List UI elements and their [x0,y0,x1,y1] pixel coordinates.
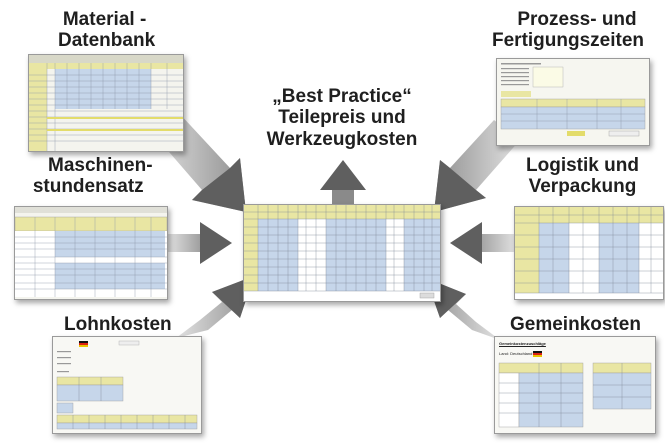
sheet-prozess-grid [497,59,649,145]
label-best-practice: „Best Practice“ Teilepreis und Werkzeugk… [254,86,430,150]
label-prozess-line2: Fertigungszeiten [492,30,645,52]
label-gemeinkosten: Gemeinkosten [510,314,641,335]
sheet-gemeinkosten: Gemeinkostenzuschläge Land: Deutschland [494,336,656,434]
label-best-practice-line3: Werkzeugkosten [266,128,418,150]
label-material-datenbank: Material - Datenbank [54,9,155,52]
sheet-gemein-subtitle: Land: Deutschland [499,351,533,356]
label-logistik-verpackung: Logistik und Verpackung [526,155,639,198]
sheet-maschinen-grid [15,207,167,297]
sheet-logistik [514,206,664,300]
sheet-center-best-practice [243,204,441,302]
arrow-center-to-best-practice [320,160,366,210]
flag-germany-icon [79,341,88,347]
label-logistik-line1: Logistik und [526,155,639,176]
sheet-lohnkosten [52,336,202,434]
label-material-line1: Material - [62,9,147,30]
arrow-logistik-to-center [450,222,516,264]
sheet-gemein-grid [495,337,655,433]
label-prozess-line1: Prozess- und [517,9,637,30]
label-logistik-line2: Verpackung [528,176,637,198]
sheet-lohn-grid [53,337,201,433]
sheet-maschinen [14,206,168,300]
label-lohnkosten: Lohnkosten [64,314,172,335]
label-best-practice-line1: „Best Practice“ [272,86,412,107]
label-maschinen-line1: Maschinen- [48,155,153,176]
label-maschinen-line2: stundensatz [32,176,144,198]
label-maschinenstundensatz: Maschinen- stundensatz [24,155,153,198]
sheet-logistik-grid [515,207,663,299]
label-prozess-fertigungszeiten: Prozess- und Fertigungszeiten [492,9,644,52]
sheet-center-grid [244,205,440,301]
label-material-line2: Datenbank [58,30,156,52]
label-best-practice-line2: Teilepreis und [278,107,406,129]
sheet-gemein-title: Gemeinkostenzuschläge [499,341,546,346]
sheet-material [28,54,184,152]
arrow-maschinen-to-center [168,222,232,264]
sheet-material-grid [29,55,183,151]
sheet-prozess [496,58,650,146]
flag-germany-icon [533,351,542,357]
